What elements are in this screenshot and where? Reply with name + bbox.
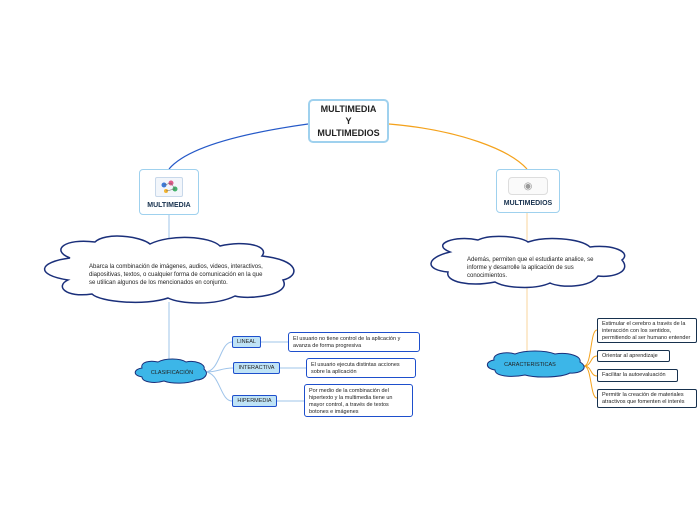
- classification-label: CLASIFICACIÓN: [150, 370, 194, 376]
- characteristic-item[interactable]: Facilitar la autoevaluación: [597, 369, 678, 382]
- classification-cloud: [134, 358, 207, 384]
- definition-cloud-left: [43, 235, 295, 304]
- definition-cloud-right: [430, 235, 626, 289]
- characteristic-item[interactable]: Estimular el cerebro a través de la inte…: [597, 318, 697, 343]
- description-interactiva[interactable]: El usuario ejecuta distintas acciones so…: [306, 358, 416, 378]
- people-network-icon: [155, 177, 183, 197]
- definition-text-left: Abarca la combinación de imágenes, audio…: [89, 264, 263, 286]
- description-hipermedia[interactable]: Por medio de la combinación del hipertex…: [304, 384, 413, 417]
- category-interactiva[interactable]: INTERACTIVA: [233, 362, 280, 374]
- characteristics-label: CARACTERISTICAS: [504, 362, 556, 368]
- branch-multimedios[interactable]: ◉ MULTIMEDIOS: [496, 169, 560, 213]
- branch-title: MULTIMEDIA: [147, 202, 191, 209]
- root-title: MULTIMEDIA Y MULTIMEDIOS: [317, 104, 380, 138]
- description-lineal[interactable]: El usuario no tiene control de la aplica…: [288, 332, 420, 352]
- branch-title: MULTIMEDIOS: [503, 200, 553, 207]
- camera-icon: ◉: [508, 177, 548, 195]
- characteristic-item[interactable]: Permitir la creación de materiales atrac…: [597, 389, 697, 408]
- category-hipermedia[interactable]: HIPERMEDIA: [232, 395, 277, 407]
- category-lineal[interactable]: LINEAL: [232, 336, 261, 348]
- branch-multimedia[interactable]: MULTIMEDIA: [139, 169, 199, 215]
- definition-text-right: Además, permiten que el estudiante anali…: [467, 257, 594, 279]
- root-node[interactable]: MULTIMEDIA Y MULTIMEDIOS: [308, 99, 389, 143]
- characteristics-cloud: [486, 350, 585, 378]
- characteristic-item[interactable]: Orientar al aprendizaje: [597, 350, 670, 362]
